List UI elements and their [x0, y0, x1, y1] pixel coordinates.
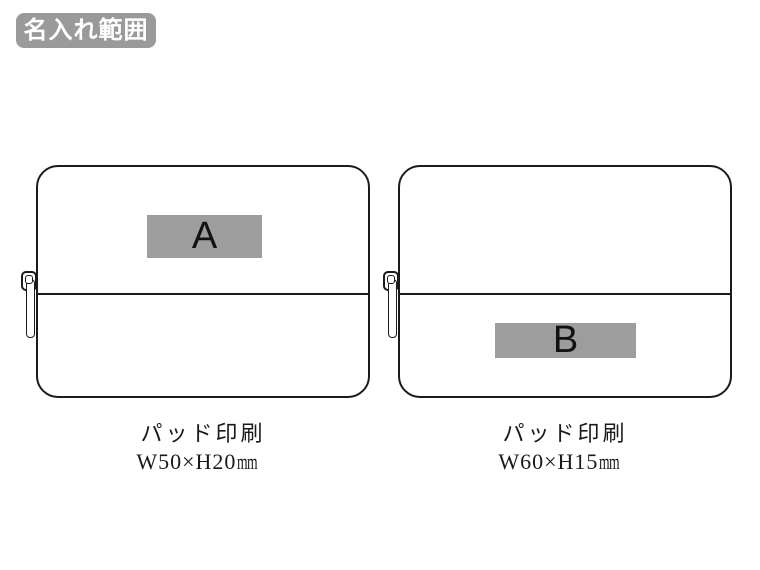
print-area-b: B — [495, 319, 636, 361]
print-size-unit: mm — [237, 449, 258, 474]
pouch-outline — [36, 165, 370, 398]
print-area-a: A — [147, 215, 262, 258]
print-size-label: W50×H20mm — [36, 447, 370, 476]
zipper-pull-icon — [388, 279, 397, 338]
pouch-outline — [398, 165, 732, 398]
zipper-slider-notch-icon — [25, 275, 33, 284]
print-method-label: パッド印刷 — [140, 421, 266, 446]
zipper-line — [38, 293, 368, 295]
zipper-line — [400, 293, 730, 295]
print-size-label: W60×H15mm — [398, 447, 732, 476]
zipper-pull-icon — [26, 279, 35, 338]
name-print-range-badge: 名入れ範囲 — [16, 13, 156, 48]
print-area-a-label: A — [191, 215, 218, 257]
caption-front: パッド印刷 W50×H20mm — [36, 420, 370, 476]
print-area-b-label: B — [552, 319, 579, 361]
zipper-slider-notch-icon — [387, 275, 395, 284]
pouch-front-diagram: A — [21, 165, 370, 398]
print-size-value: W60×H15 — [498, 449, 599, 474]
print-size-value: W50×H20 — [136, 449, 237, 474]
print-size-unit: mm — [599, 449, 620, 474]
print-method-label: パッド印刷 — [502, 421, 628, 446]
pouch-back-diagram: B — [383, 165, 732, 398]
caption-back: パッド印刷 W60×H15mm — [398, 420, 732, 476]
